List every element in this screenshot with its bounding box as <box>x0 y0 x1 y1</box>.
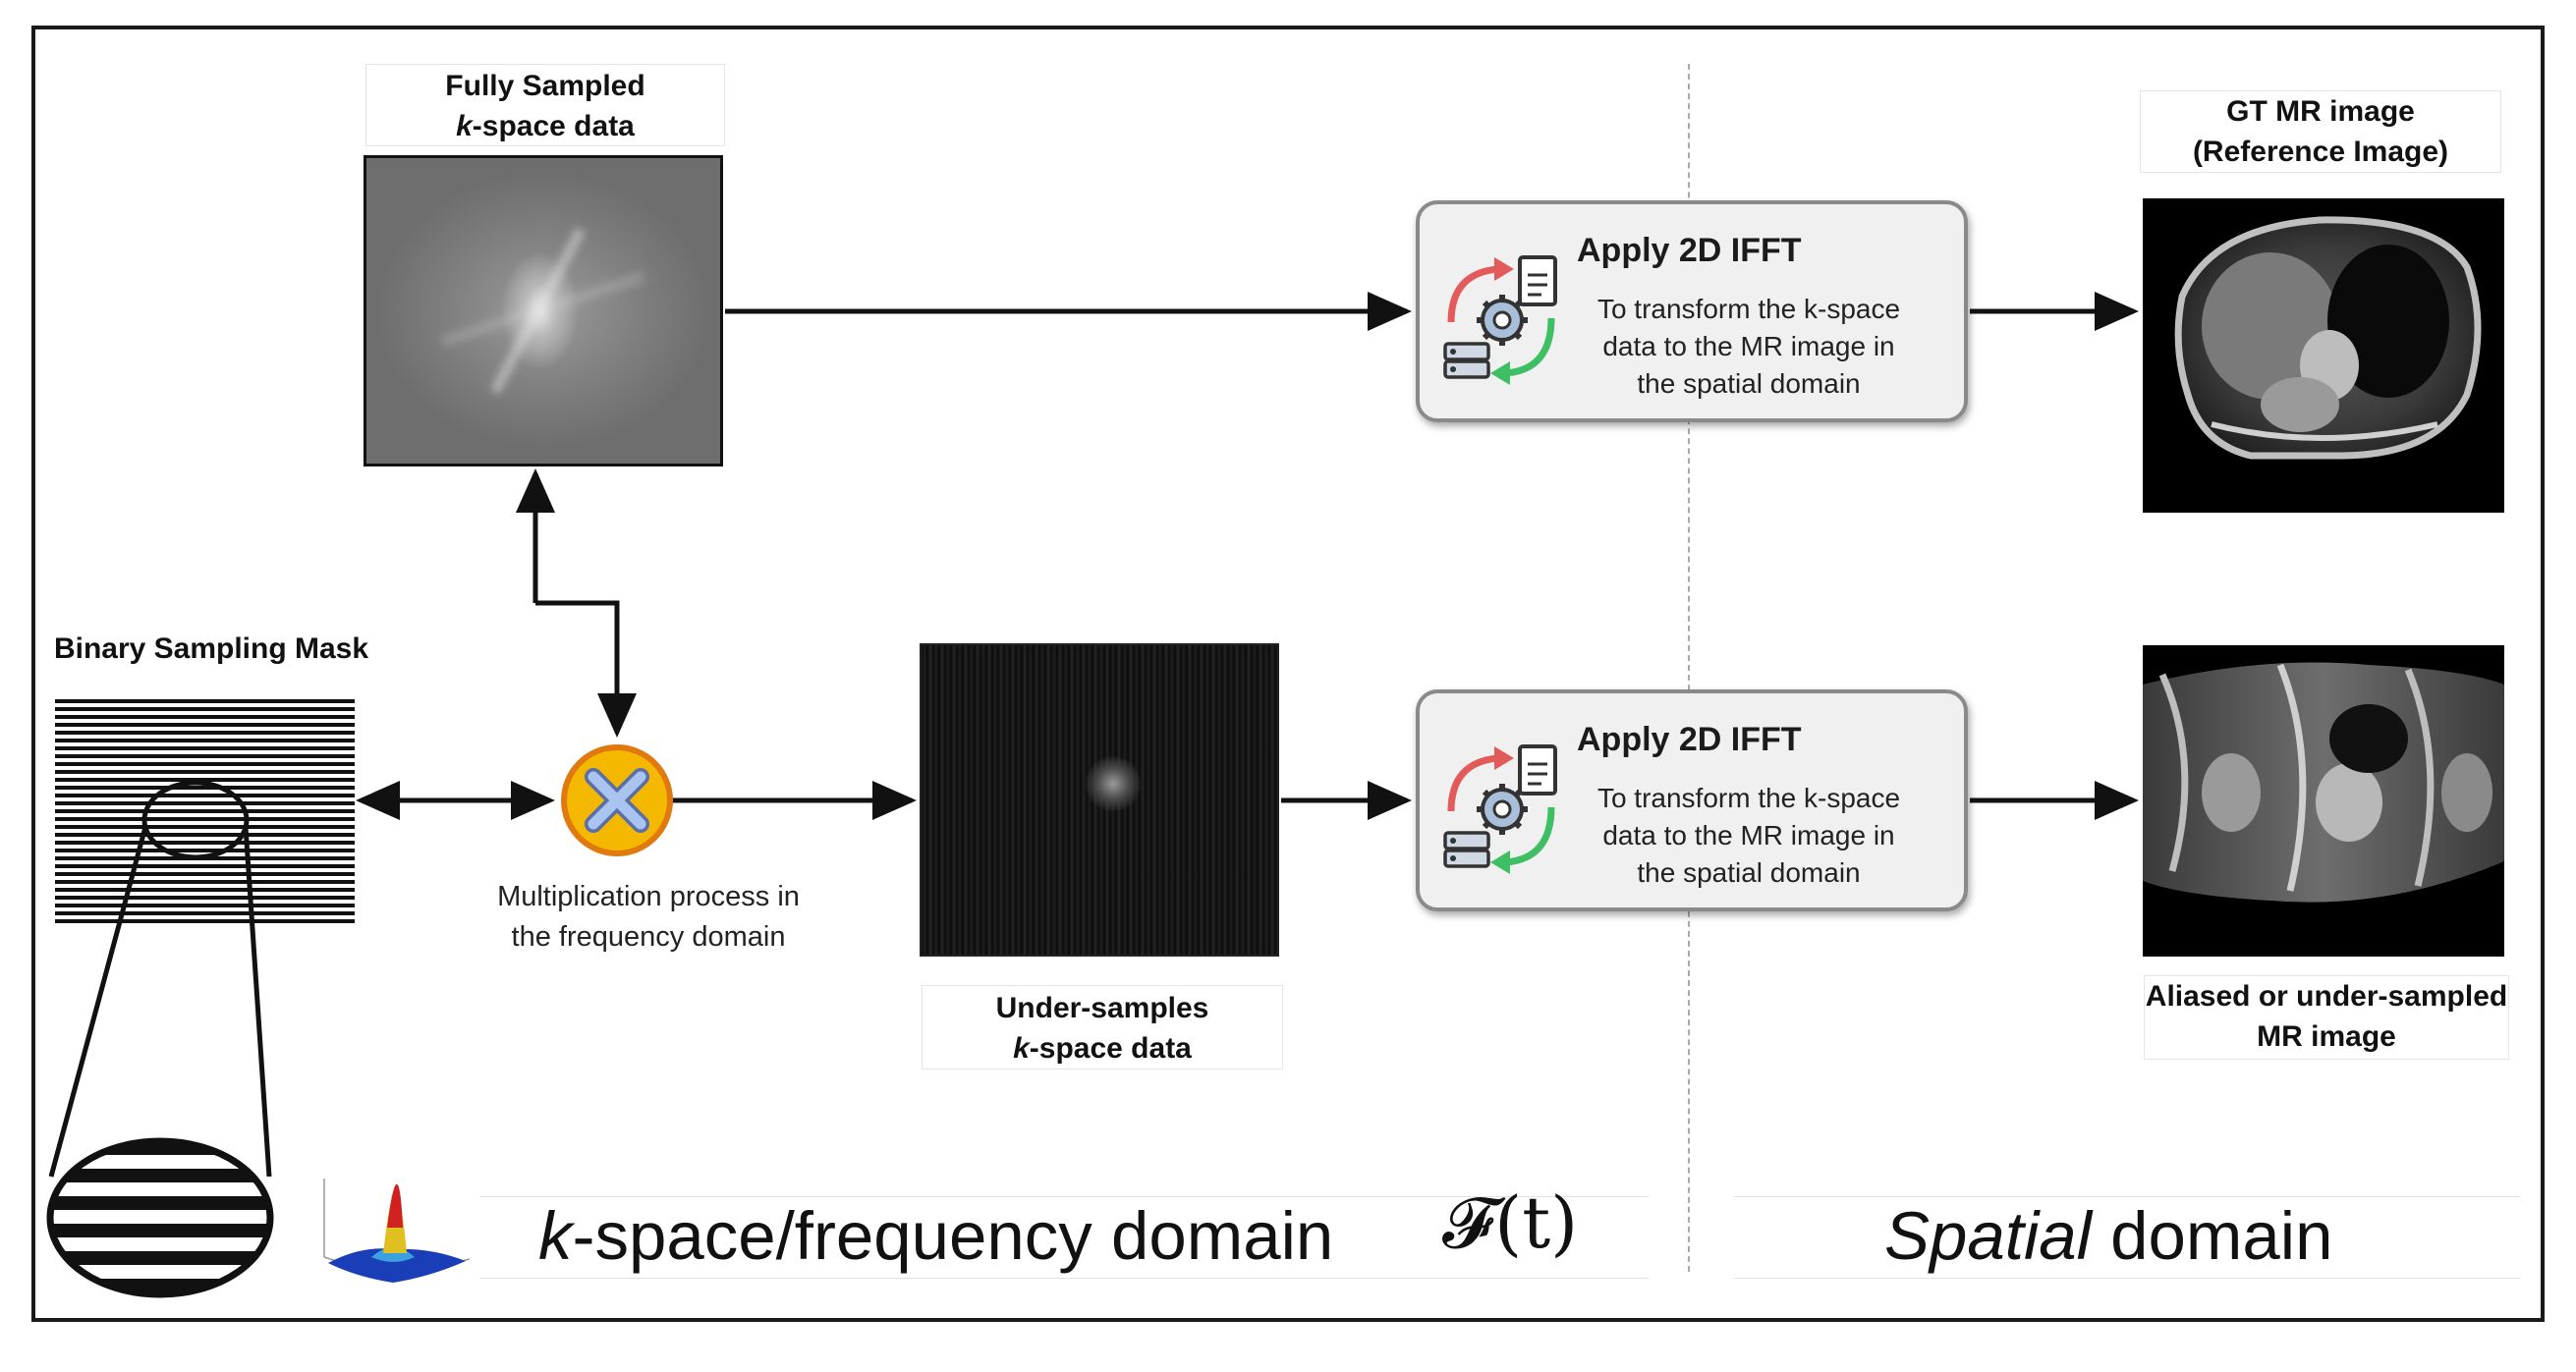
multiplication-operator-icon <box>561 744 673 856</box>
binary-mask-label: Binary Sampling Mask <box>49 629 373 674</box>
aliased-mr-subtitle: MR image <box>2257 1020 2396 1053</box>
gt-mr-title: GT MR image <box>2226 95 2415 128</box>
fully-sampled-label: Fully Sampled k-space data <box>365 64 725 146</box>
fourier-symbol: 𝓕(t) <box>1442 1181 1579 1264</box>
spatial-domain-bar <box>1734 1196 2520 1279</box>
surface-plot-thumbnail <box>312 1169 479 1298</box>
mask-zoom-circle <box>46 1137 274 1298</box>
ifft-title: Apply 2D IFFT <box>1577 232 1802 269</box>
figure-frame <box>31 26 2545 1322</box>
ifft-box-top: Apply 2D IFFT To transform the k-space d… <box>1416 200 1968 422</box>
kspace-domain-title: k-space/frequency domain <box>538 1198 1334 1274</box>
ifft-box-bottom: Apply 2D IFFT To transform the k-space d… <box>1416 689 1968 911</box>
aliased-mr-image <box>2143 645 2504 957</box>
under-sampled-subtitle: k-space data <box>1013 1032 1192 1065</box>
arrow-junction-to-multiply <box>535 600 637 738</box>
gt-mr-image <box>2143 198 2504 513</box>
fully-sampled-title: Fully Sampled <box>445 70 645 102</box>
gt-mr-subtitle: (Reference Image) <box>2192 136 2449 168</box>
ifft-description: To transform the k-space data to the MR … <box>1596 294 1901 399</box>
multiplication-caption-line1: Multiplication process in <box>497 881 800 912</box>
under-sampled-kspace-image <box>920 643 1279 957</box>
ifft-process-icon <box>1443 255 1557 385</box>
multiplication-caption-line2: the frequency domain <box>511 921 786 953</box>
spatial-domain-title: Spatial domain <box>1884 1198 2333 1274</box>
gt-mr-label: GT MR image (Reference Image) <box>2140 90 2501 173</box>
fully-sampled-subtitle: k-space data <box>456 110 635 142</box>
ifft-title: Apply 2D IFFT <box>1577 721 1802 758</box>
aliased-mr-title: Aliased or under-sampled <box>2145 980 2508 1013</box>
kspace-domain-bar <box>354 1196 1649 1279</box>
domain-divider <box>1688 64 1690 1272</box>
mask-zoom-lens <box>48 780 272 1178</box>
multiplication-caption: Multiplication process in the frequency … <box>462 877 835 958</box>
fully-sampled-kspace-image <box>364 155 723 466</box>
under-sampled-label: Under-samples k-space data <box>922 985 1283 1070</box>
aliased-mr-label: Aliased or under-sampled MR image <box>2144 975 2509 1060</box>
binary-sampling-mask-image <box>55 699 355 927</box>
ifft-process-icon <box>1443 744 1557 874</box>
under-sampled-title: Under-samples <box>995 992 1209 1024</box>
ifft-description: To transform the k-space data to the MR … <box>1596 783 1901 888</box>
